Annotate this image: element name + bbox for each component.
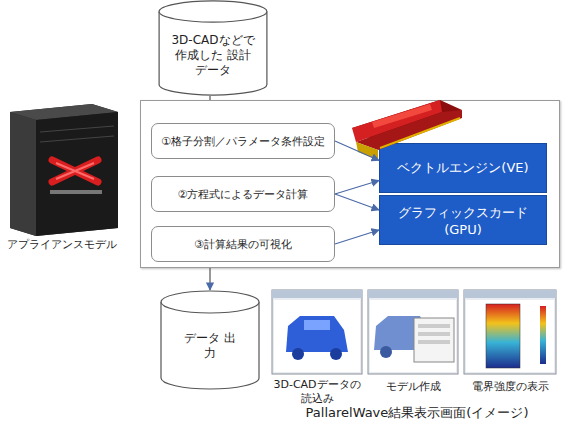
caption: PallarelWave結果表示画面(イメージ) — [262, 404, 572, 422]
connector-arrow — [335, 181, 379, 195]
node-text: ベクトルエンジン(VE) — [397, 159, 528, 177]
node-text: データ 出力 — [184, 331, 236, 361]
node-text: 3D-CADなどで 作成した 設計データ — [170, 33, 256, 78]
node-text: ③計算結果の可視化 — [194, 237, 292, 252]
hardware-box: グラフィックスカード(GPU) — [379, 195, 547, 245]
image-label: 電界強度の表示 — [462, 380, 558, 394]
system-panel: ①格子分割／パラメータ条件設定 ②方程式によるデータ計算 ③計算結果の可視化 ベクトル… — [140, 100, 560, 268]
process-box: ②方程式によるデータ計算 — [151, 176, 335, 212]
connector-arrow — [335, 230, 379, 244]
connector-arrow — [209, 268, 210, 290]
node-text: ①格子分割／パラメータ条件設定 — [161, 134, 325, 149]
connector-arrow — [335, 194, 379, 210]
process-box: ③計算結果の可視化 — [151, 226, 335, 262]
connector-arrow — [335, 141, 379, 161]
process-box: ①格子分割／パラメータ条件設定 — [151, 123, 335, 159]
connector-arrow — [209, 96, 210, 100]
image-label: アプライアンスモデル — [0, 238, 124, 252]
database-cylinder: 3D-CADなどで 作成した 設計データ — [158, 0, 268, 96]
node-text: グラフィックスカード(GPU) — [380, 204, 546, 237]
hardware-box: ベクトルエンジン(VE) — [379, 143, 547, 193]
image-label: モデル作成 — [366, 380, 460, 394]
node-text: ②方程式によるデータ計算 — [178, 187, 309, 202]
image-label: 3D-CADデータの 読込み — [270, 378, 364, 406]
database-cylinder: データ 出力 — [160, 290, 260, 390]
